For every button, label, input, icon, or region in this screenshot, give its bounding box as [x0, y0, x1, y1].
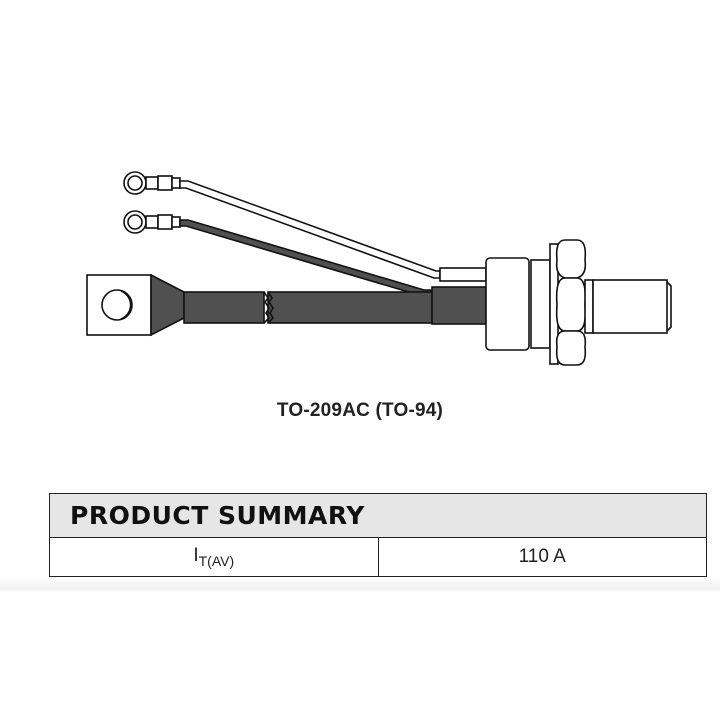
thyristor-package-drawing-icon: [86, 171, 672, 366]
table-row: IT(AV) 110 A: [49, 537, 707, 577]
product-summary-title: PRODUCT SUMMARY: [49, 493, 707, 538]
page-edge-shadow: [0, 576, 720, 592]
product-summary-table: PRODUCT SUMMARY IT(AV) 110 A: [49, 493, 707, 577]
parameter-cell: IT(AV): [49, 537, 379, 577]
package-caption: TO-209AC (TO-94): [276, 400, 444, 421]
parameter-subscript: T(AV): [198, 553, 235, 569]
parameter-symbol: I: [193, 545, 199, 566]
value-cell: 110 A: [377, 537, 707, 577]
